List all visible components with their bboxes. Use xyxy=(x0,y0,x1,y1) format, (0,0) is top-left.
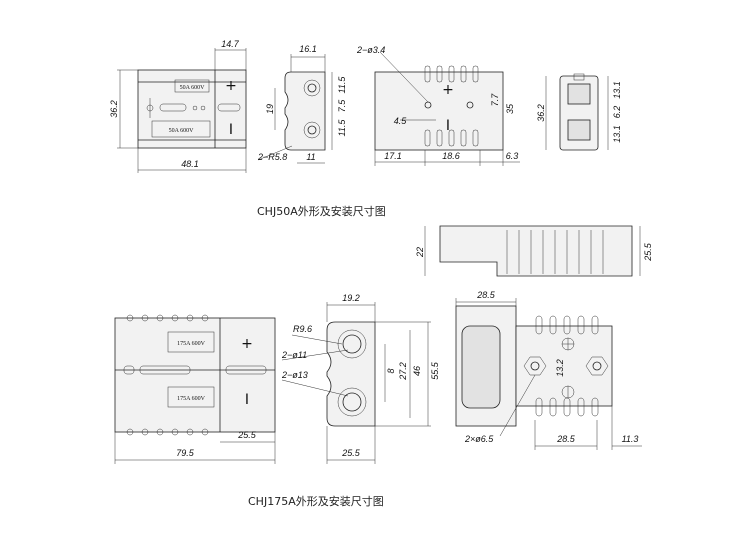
chj175-dim-end-25-5: 25.5 xyxy=(341,448,361,458)
chj50-dim-48-1: 48.1 xyxy=(181,159,199,169)
chj50-end-view: 36.2 13.1 6.2 13.1 xyxy=(536,73,622,151)
chj175-rating-label-a: 175A 600V xyxy=(177,341,206,347)
chj175-dim-28-5-top: 28.5 xyxy=(476,290,496,300)
chj50-minus-symbol: I xyxy=(229,122,233,138)
caption-chj175: CHJ175A外形及安装尺寸图 xyxy=(248,495,384,508)
chj175-dim-27-2: 27.2 xyxy=(398,362,408,381)
chj175-dim-radius: R9.6 xyxy=(293,324,312,334)
chj50-mount-plus: + xyxy=(442,82,454,98)
chj175-dim-19-2: 19.2 xyxy=(342,293,360,303)
chj175-dim-28-5-bot: 28.5 xyxy=(556,434,576,444)
chj50-dim-19: 19 xyxy=(265,104,275,114)
chj50-dim-radius: 2−R5.8 xyxy=(257,152,287,162)
chj50-dim-16-1: 16.1 xyxy=(299,44,317,54)
chj175-dim-22: 22 xyxy=(415,247,425,258)
chj175-dim-mount-holes: 2×ø6.5 xyxy=(464,434,494,444)
chj175-dim-46: 46 xyxy=(412,366,422,376)
chj50-rating-label-a: 50A 600V xyxy=(180,85,206,91)
chj50-dim-11-5-b: 11.5 xyxy=(337,119,347,137)
chj175-dim-8: 8 xyxy=(386,368,396,373)
chj50-dim-hole: 2−ø3.4 xyxy=(356,45,385,55)
chj50-dim-7-7: 7.7 xyxy=(490,93,500,107)
caption-chj50: CHJ50A外形及安装尺寸图 xyxy=(257,205,386,218)
chj50-mount-minus: I xyxy=(446,118,450,134)
chj50-terminal-view: 16.1 19 11.5 7.5 11.5 2−R5.8 11 xyxy=(257,44,347,164)
chj50-dim-4-5: 4.5 xyxy=(394,116,408,126)
chj175-plus-symbol: + xyxy=(241,336,253,352)
chj175-dim-55-5: 55.5 xyxy=(430,361,440,380)
chj175-dim-11-3: 11.3 xyxy=(622,434,639,444)
chj175-dim-79-5: 79.5 xyxy=(176,448,195,458)
chj50-plus-symbol: + xyxy=(225,78,237,94)
chj175-dim-side-25-5: 25.5 xyxy=(643,242,653,262)
chj50-dim-35: 35 xyxy=(505,103,515,114)
chj50-dim-18-6: 18.6 xyxy=(442,151,460,161)
chj50-dim-11-5-a: 11.5 xyxy=(337,76,347,94)
chj175-mounting-view: 13.2 28.5 2×ø6.5 28.5 11.3 xyxy=(455,290,642,450)
chj50-rating-label-b: 50A 600V xyxy=(169,128,195,134)
chj50-end-dim-36-2: 36.2 xyxy=(536,104,546,122)
chj50-dim-36-2: 36.2 xyxy=(109,100,119,118)
chj50-dim-17-1: 17.1 xyxy=(384,151,402,161)
chj175-side-view: 22 25.5 xyxy=(415,225,653,277)
chj50-mounting-view: + I 2−ø3.4 4.5 7.7 35 17.1 18.6 6.3 xyxy=(356,45,520,166)
chj175-dim-13-2: 13.2 xyxy=(555,359,565,377)
chj175-dim-hole-11: 2−ø11 xyxy=(281,350,307,360)
chj175-front-view: 175A 600V 175A 600V + I 25.5 79.5 xyxy=(114,314,276,464)
chj50-end-dim-6-2: 6.2 xyxy=(612,106,622,119)
chj175-terminal-view: 19.2 R9.6 2−ø11 2−ø13 8 27.2 46 55.5 25.… xyxy=(281,293,440,464)
chj50-dim-14-7: 14.7 xyxy=(221,39,240,49)
chj175-rating-label-b: 175A 600V xyxy=(177,396,206,402)
chj50-dim-7-5: 7.5 xyxy=(337,99,347,113)
chj50-end-dim-13-1-b: 13.1 xyxy=(612,125,622,143)
chj50-front-view: 50A 600V 50A 600V + I 14.7 36.2 48.1 xyxy=(109,39,247,173)
chj50-end-dim-13-1-a: 13.1 xyxy=(612,81,622,99)
chj175-dim-hole-13: 2−ø13 xyxy=(281,370,308,380)
chj175-dim-front-25-5: 25.5 xyxy=(237,430,257,440)
chj50-dim-6-3: 6.3 xyxy=(506,151,519,161)
chj175-minus-symbol: I xyxy=(245,392,249,408)
chj50-dim-11: 11 xyxy=(306,152,315,162)
